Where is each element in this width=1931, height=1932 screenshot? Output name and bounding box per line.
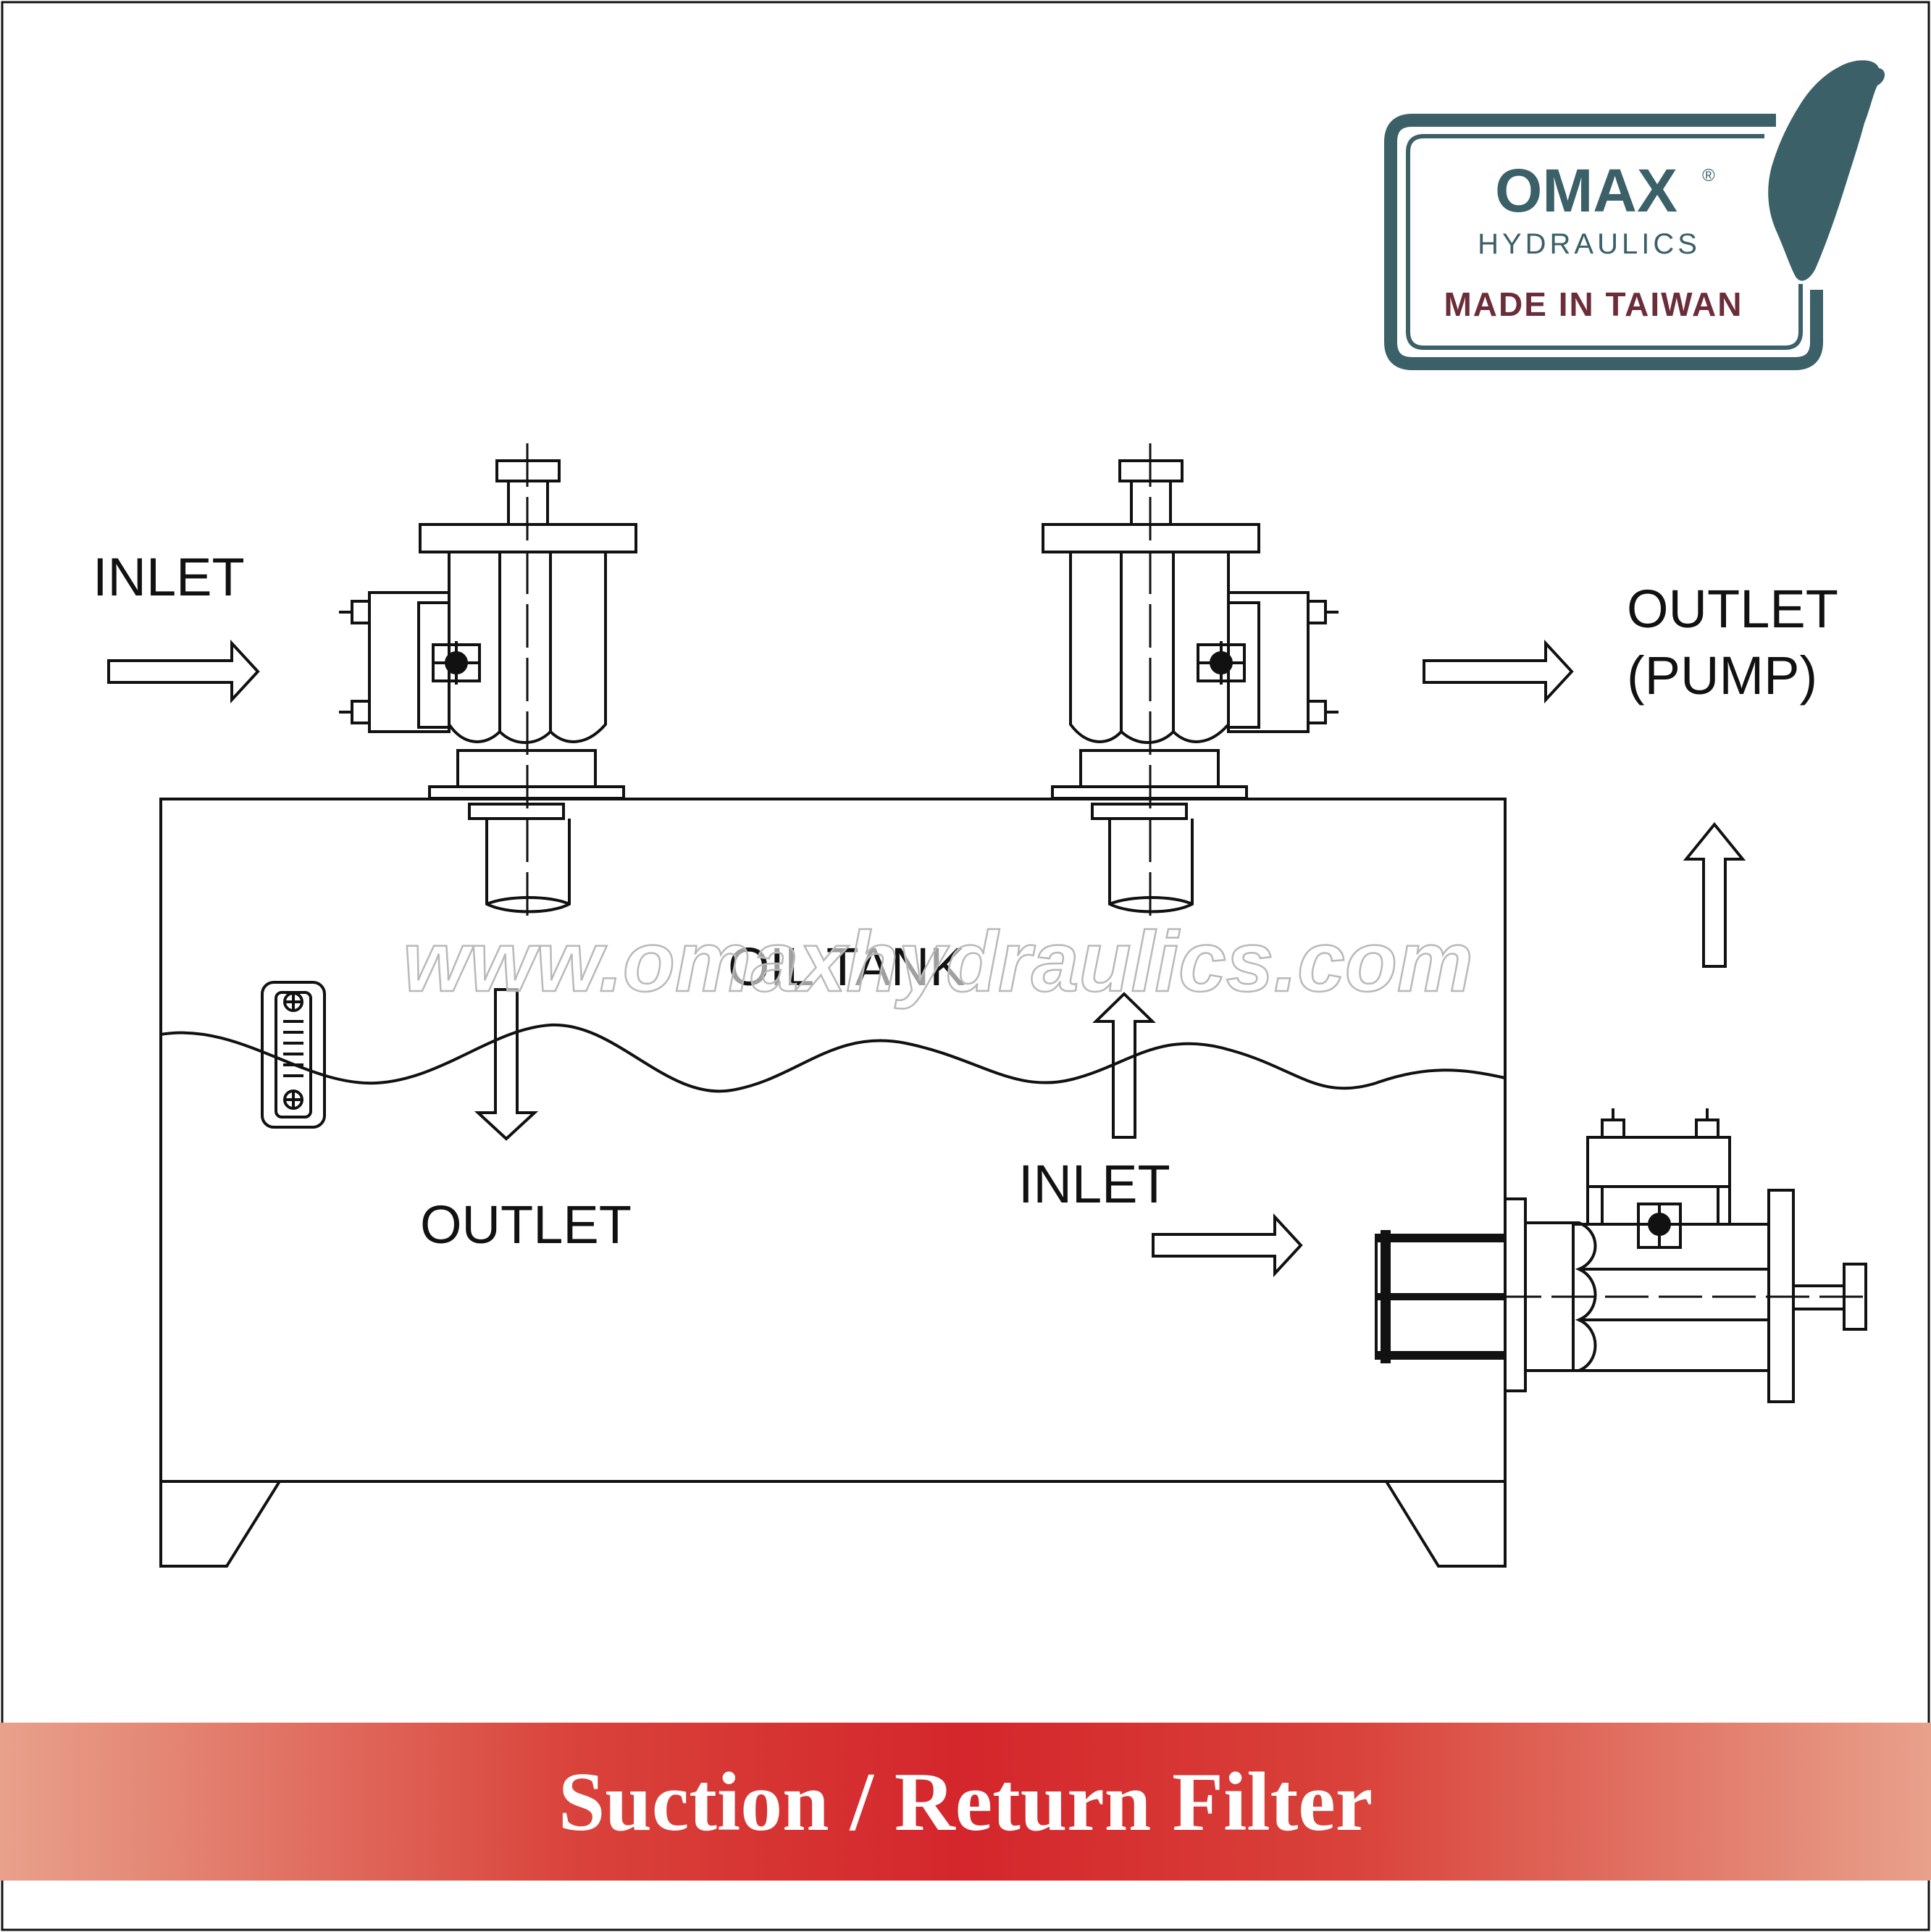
arrow-tank-inlet-up	[1092, 992, 1156, 1139]
arrow-top-inlet	[107, 639, 260, 704]
label-top-inlet: INLET	[93, 547, 245, 607]
label-tank-outlet: OUTLET	[420, 1195, 632, 1255]
stamp-origin: MADE IN TAIWAN	[1444, 285, 1743, 323]
omax-stamp: OMAX ® HYDRAULICS MADE IN TAIWAN	[1384, 60, 1885, 370]
taiwan-map-icon	[1768, 60, 1885, 281]
oil-tank	[159, 798, 1507, 1568]
label-top-outlet-line1: OUTLET	[1627, 579, 1838, 639]
middle-filter	[1042, 443, 1339, 919]
watermark: www.omaxhydraulics.com	[403, 914, 1473, 1010]
level-gauge	[261, 981, 326, 1129]
arrow-side-inlet	[1152, 1213, 1303, 1278]
left-filter	[339, 443, 637, 919]
title-banner	[0, 1723, 1931, 1881]
oil-level-wave	[160, 1023, 1506, 1093]
stamp-registered-mark: ®	[1702, 166, 1715, 185]
label-tank-inlet: INLET	[1018, 1154, 1170, 1214]
side-filter	[1375, 1108, 1869, 1403]
arrow-top-outlet	[1423, 639, 1574, 704]
banner-title: Suction / Return Filter	[558, 1756, 1373, 1849]
arrow-tank-outlet-down	[474, 988, 539, 1141]
stamp-brand: OMAX	[1495, 156, 1677, 225]
stamp-subtitle: HYDRAULICS	[1478, 228, 1701, 260]
label-top-outlet-line2: (PUMP)	[1627, 645, 1817, 706]
arrow-up-right	[1683, 821, 1746, 968]
label-oil-tank: OIL TANK	[728, 937, 966, 997]
